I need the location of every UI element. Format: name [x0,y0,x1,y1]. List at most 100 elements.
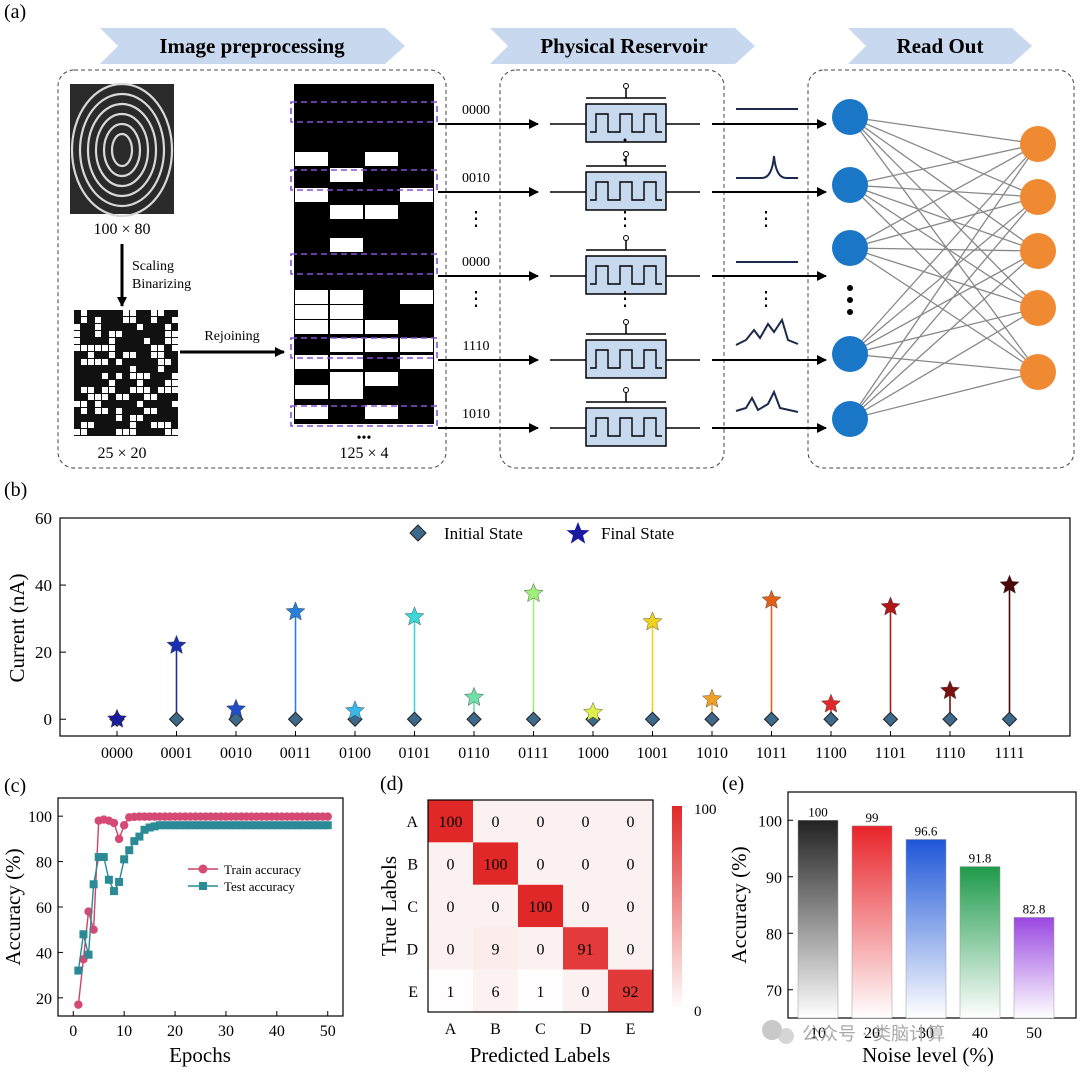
matrix-cell [330,355,363,369]
connection [849,196,1039,420]
binary-pixel [102,359,108,365]
binary-pixel [116,429,122,435]
y-tick-label: 40 [36,945,52,962]
x-tick-label: 30 [918,1025,934,1042]
matrix-cell [365,320,398,334]
heatmap-cell [608,969,653,1012]
matrix-cell [330,168,363,182]
x-tick-label: 1101 [875,745,906,762]
watermark-text: 公众号 · 类脑计算 [802,1024,945,1045]
test-point [221,821,230,830]
x-tick-label: 30 [218,1023,234,1040]
binary-pixel [172,331,178,337]
train-point [114,834,124,844]
matrix-cell [295,385,328,399]
test-point [140,825,149,834]
code-label: 1110 [463,339,490,354]
test-point [160,821,169,830]
output-neuron [1020,290,1056,326]
binary-pixel [137,415,143,421]
binary-pixel [109,387,115,393]
device-terminal [623,387,629,393]
x-tick-label: 1100 [815,745,846,762]
heatmap-value: 1 [537,984,545,1001]
heatmap-value: 0 [627,814,635,831]
binary-pixel [130,429,136,435]
reservoir-device-icon [585,171,667,211]
panel-b-legend: Initial State Final State [409,522,674,544]
initial-state-marker [525,711,542,727]
test-point [99,853,108,862]
row-label: A [406,814,418,831]
header-arrow-preprocessing [100,28,405,64]
panel-b: (b) Current (nA) Initial State Final Sta… [4,479,1071,762]
binary-pixel [116,415,122,421]
device-terminal [623,151,629,157]
binary-pixel [151,317,157,323]
binary-pixel [102,394,108,400]
column-label: A [445,1021,457,1038]
connection [849,143,1039,355]
column-label: B [490,1021,501,1038]
connection [849,196,1039,249]
binary-pixel [158,422,164,428]
neuron-ellipsis-dot [847,309,853,315]
binary-pixel [165,324,171,330]
matrix-cell [365,205,398,219]
vertical-ellipsis: ⋮ [615,208,635,230]
matrix-cell [330,372,363,386]
train-point [74,1000,83,1009]
test-point [232,821,241,830]
panel-c-label: (c) [4,775,26,797]
train-point [84,907,93,916]
binary-pixel [116,408,122,414]
test-point [150,822,159,831]
matrix-cell [365,405,398,419]
connection [849,184,1039,252]
y-tick-label: 60 [35,509,52,528]
y-tick-label: 90 [766,870,782,887]
test-point [155,821,164,830]
panel-d-axes [427,799,654,1013]
initial-state-marker [823,711,839,727]
binary-pixel [116,331,122,337]
binary-pixel [74,324,80,330]
y-tick-label: 80 [766,926,782,943]
connection [849,247,1039,309]
binary-pixel [172,380,178,386]
input-neuron [832,99,868,135]
binary-pixel [74,331,80,337]
test-point [109,887,118,896]
matrix-cell [295,320,328,334]
binary-pixel [123,352,129,358]
panel-a: (a) Image preprocessing Physical Reservo… [4,1,1075,469]
fingerprint-image [70,82,174,218]
device-waveform [590,265,662,285]
test-point [303,821,312,830]
train-point [89,925,98,934]
binary-pixel [144,394,150,400]
final-state-marker [226,698,246,718]
y-tick-label: 80 [36,855,52,872]
test-point [171,821,180,830]
test-point [293,821,302,830]
x-tick-label: 0001 [161,745,193,762]
test-point [242,821,251,830]
panel-c-ylabel: Accuracy (%) [1,848,25,965]
input-neuron [832,401,868,437]
initial-state-marker [406,711,423,727]
connection [849,184,1039,198]
matrix-row-highlight [290,101,438,123]
connection [849,184,1039,309]
device-terminal [623,83,629,89]
connection [849,116,1039,373]
heatmap-cell [563,884,608,928]
heatmap-cell [518,842,563,885]
heatmap-value: 0 [447,941,455,958]
connection [849,196,1039,355]
binary-pixel [88,345,94,351]
binary-pixel [81,345,87,351]
device-waveform [590,113,662,133]
test-point [201,821,210,830]
colorbar-min: 0 [694,1004,702,1020]
